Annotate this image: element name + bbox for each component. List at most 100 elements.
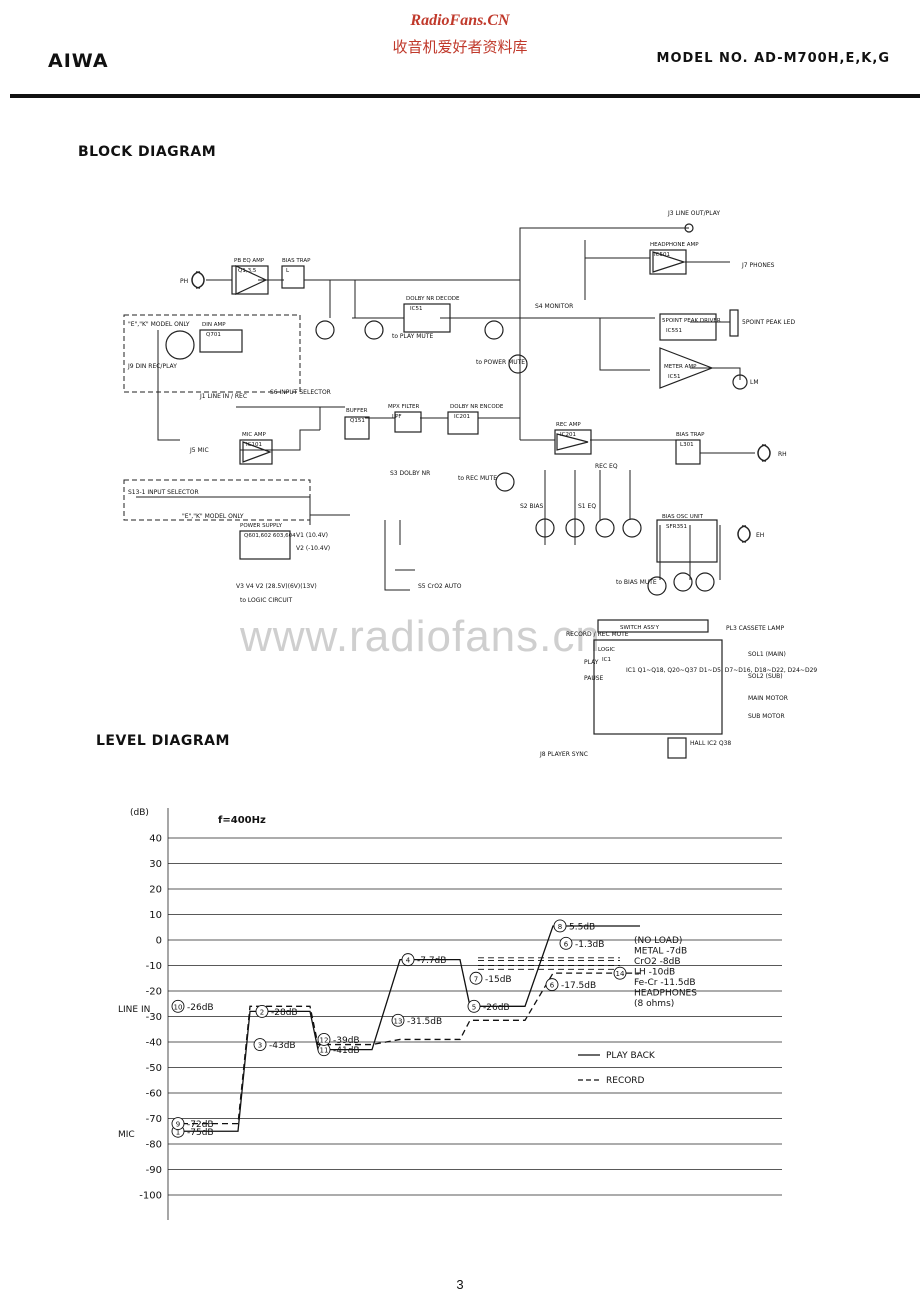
- point-value-label: -15dB: [485, 975, 512, 985]
- label-sol1: SOL1 (MAIN): [748, 651, 786, 658]
- label-eh: EH: [756, 532, 764, 539]
- label-player-sync: J8 PLAYER SYNC: [539, 751, 588, 758]
- watermark-site-subtitle: 收音机爱好者资料库: [392, 38, 528, 56]
- label-logic-circuit: to LOGIC CIRCUIT: [240, 597, 292, 604]
- tape-level-label: LH -10dB: [634, 968, 675, 978]
- label-main-motor: MAIN MOTOR: [748, 695, 788, 702]
- y-tick-label: 10: [149, 910, 162, 921]
- tape-level-label: (8 ohms): [634, 999, 674, 1009]
- point-value-label: -1.3dB: [575, 940, 604, 950]
- point-number: 9: [176, 1121, 180, 1129]
- block-label-power-supply: POWER SUPPLY: [240, 523, 283, 529]
- tape-level-label: METAL -7dB: [634, 947, 687, 957]
- label-lm: LM: [750, 379, 759, 386]
- block-sub-logic: IC1: [602, 657, 611, 663]
- block-sub-peak-driver: IC551: [666, 328, 682, 334]
- label-play-mute: to PLAY MUTE: [392, 333, 433, 340]
- label-ic1-detail: IC1 Q1~Q18, Q20~Q37 D1~D5, D7~D16, D18~D…: [626, 667, 817, 674]
- playback-path: [172, 925, 640, 1132]
- point-marker: [171, 1117, 185, 1131]
- legend-label: RECORD: [606, 1076, 645, 1086]
- label-power-mute: to POWER MUTE: [476, 359, 525, 366]
- point-value-label: -7.7dB: [417, 956, 446, 966]
- block-sub-buffer: Q151: [350, 418, 365, 424]
- chart-title: f=400Hz: [218, 815, 266, 826]
- point-value-label: -28dB: [271, 1008, 298, 1018]
- block-sub-bias-osc: SFR351: [666, 524, 687, 530]
- y-tick-label: -70: [146, 1114, 162, 1125]
- block-sub-pb-eq: Q1,3,5: [238, 268, 257, 274]
- point-value-label: -43dB: [269, 1041, 296, 1051]
- tape-level-label: HEADPHONES: [634, 989, 697, 999]
- bias-trap-2-block: [675, 439, 701, 465]
- point-marker: [553, 919, 567, 933]
- point-value-label: -39dB: [333, 1036, 360, 1046]
- point-value-label: -41dB: [333, 1046, 360, 1056]
- y-tick-label: 30: [149, 859, 162, 870]
- page-number: 3: [456, 1277, 464, 1292]
- block-sub-bias-trap-2: L301: [680, 442, 694, 448]
- side-label: LINE IN: [118, 1005, 150, 1015]
- block-diagram-title: BLOCK DIAGRAM: [78, 144, 217, 160]
- label-mic: J5 MIC: [189, 447, 209, 454]
- level-meter-icon: [732, 374, 748, 390]
- point-marker: [391, 1013, 405, 1027]
- headphone-amp-block: [649, 249, 687, 275]
- logic-block: [593, 639, 723, 735]
- rec-amp-block: [554, 429, 592, 455]
- block-label-rec-amp: REC AMP: [556, 422, 581, 428]
- point-marker: [467, 999, 481, 1013]
- legend-label: PLAY BACK: [606, 1051, 656, 1061]
- block-label-mpx-filter: MPX FILTER: [388, 404, 420, 410]
- point-marker: [613, 966, 627, 980]
- block-label-buffer: BUFFER: [346, 408, 368, 414]
- peak-driver-block: [659, 313, 717, 341]
- block-sub-headphone-amp: IC501: [654, 252, 670, 258]
- block-sub-dolby-decode: IC51: [410, 306, 422, 312]
- center-watermark: www.radiofans.cn: [240, 612, 601, 661]
- block-sub-meter-amp: IC51: [668, 374, 680, 380]
- point-value-label: -17.5dB: [561, 981, 596, 991]
- label-sol2: SOL2 (SUB): [748, 673, 783, 680]
- point-marker: [545, 978, 559, 992]
- switch-assy-block: [597, 619, 709, 633]
- tape-level-label: CrO2 -8dB: [634, 957, 681, 967]
- y-tick-label: -60: [146, 1089, 162, 1100]
- block-label-peak-driver: 5POINT PEAK DRIVER: [662, 318, 721, 324]
- erase-head-icon: [737, 525, 751, 543]
- din-amp-block: [199, 329, 243, 353]
- block-sub-mpx-filter: LPF: [392, 414, 402, 420]
- label-phones: J7 PHONES: [741, 262, 775, 269]
- block-label-meter-amp: METER AMP: [664, 364, 697, 370]
- label-line-out: J3 LINE OUT/PLAY: [667, 210, 720, 217]
- label-v1: V1 (10.4V): [296, 532, 328, 539]
- label-rec-mute: to REC MUTE: [458, 475, 497, 482]
- label-record-mute: RECORD / REC MUTE: [566, 631, 629, 638]
- block-label-din-amp: DIN AMP: [202, 322, 226, 328]
- label-s4: S4 MONITOR: [535, 303, 573, 310]
- block-label-switch-assy: SWITCH ASS'Y: [620, 625, 660, 631]
- label-play: PLAY: [584, 659, 599, 666]
- label-peak-led: 5POINT PEAK LED: [742, 319, 795, 326]
- bias-osc-block: [656, 519, 718, 563]
- label-s1-eq: S1 EQ: [578, 503, 596, 510]
- header-rule: [10, 94, 920, 98]
- label-cassette-lamp: PL3 CASSETE LAMP: [726, 625, 785, 632]
- label-pause: PAUSE: [584, 675, 604, 682]
- label-dolby-nr: S3 DOLBY NR: [390, 470, 430, 477]
- point-number: 10: [174, 1003, 183, 1011]
- label-sub-motor: SUB MOTOR: [748, 713, 785, 720]
- y-tick-label: -50: [146, 1063, 162, 1074]
- y-tick-label: -40: [146, 1038, 162, 1049]
- model-number: MODEL NO. AD-M700H,E,K,G: [656, 51, 890, 66]
- point-marker: [171, 999, 185, 1013]
- mpx-filter-block: [394, 411, 422, 433]
- point-number: 11: [320, 1047, 329, 1055]
- block-label-pb-eq: PB EQ AMP: [234, 258, 265, 264]
- tape-level-label: Fe-Cr -11.5dB: [634, 978, 696, 988]
- hall-ic-block: [667, 737, 687, 759]
- label-s13: S13-1 INPUT SELECTOR: [128, 489, 199, 496]
- pb-eq-amp-block: [231, 265, 269, 295]
- point-number: 13: [394, 1017, 403, 1025]
